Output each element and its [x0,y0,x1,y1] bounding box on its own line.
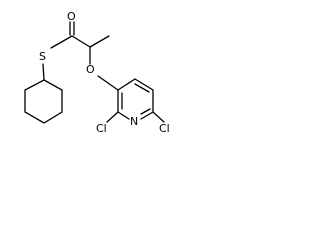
bond-sulfur-cyclohexyl [42,63,45,81]
cyclohexane-ring [24,79,63,124]
ring-bond-c4-c3 [117,78,136,91]
bond-ether-oxygen-ring [97,75,119,91]
ring-bond-n1-c6 [140,111,154,120]
atom-label-sulfur: S [39,50,46,63]
atom-label-oxygen-ether: O [86,63,95,76]
bond-c6-chlorine [152,111,165,123]
bond-carbonyl-alpha [71,35,91,48]
ring-bond-c5-c4-inner [134,83,150,93]
ring-bond-c2-n1 [117,111,130,120]
ring-bond-n1-c6-inner [140,108,151,115]
bond-c2-chlorine [106,111,119,123]
atom-label-oxygen-carbonyl: O [67,10,76,23]
bond-alpha-methyl [89,35,110,48]
molecule-structure-diagram: O S O Cl N Cl [24,10,170,135]
ring-bond-c5-c4 [134,78,154,91]
atom-label-chlorine-right: Cl [159,122,170,135]
atom-label-nitrogen-ring: N [130,115,138,128]
bond-carbonyl-sulfur [50,35,73,49]
atom-label-chlorine-left: Cl [96,122,107,135]
